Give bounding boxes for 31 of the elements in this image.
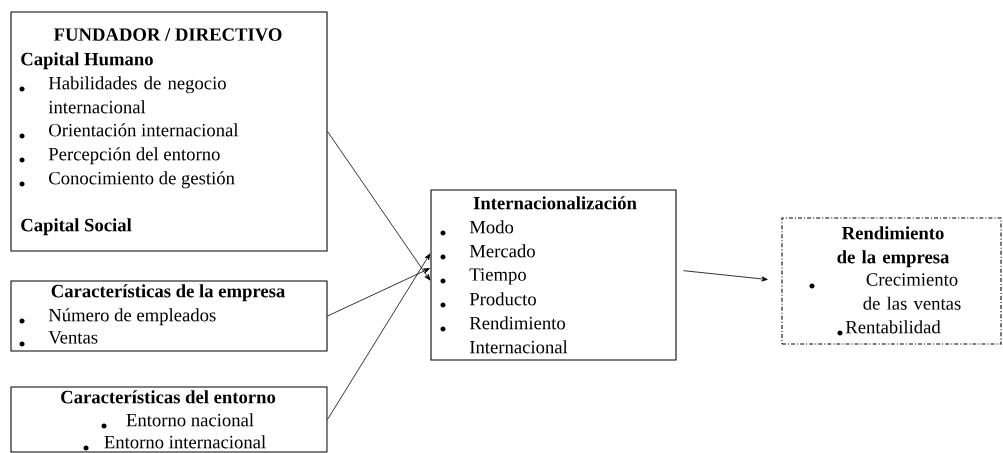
arrow <box>327 253 431 420</box>
heading-text: Internacionalización <box>473 196 637 210</box>
bullet-item: Orientación internacional <box>49 123 239 137</box>
bullet-item: Número de empleados <box>48 308 216 326</box>
text-box <box>430 189 677 361</box>
bullet-item: Crecimiento de las ventas <box>863 273 961 310</box>
bullet-item: Rendimiento Internacional <box>469 316 568 354</box>
text-box <box>10 11 328 252</box>
text-box <box>781 217 1002 345</box>
heading-text: Capital Humano <box>21 52 153 70</box>
arrow <box>327 268 430 317</box>
text-box <box>10 280 328 352</box>
bullet-item: Rentabilidad <box>845 320 941 334</box>
bullet-item: Producto <box>469 292 536 306</box>
arrow <box>683 270 768 282</box>
heading-text: Características de la empresa <box>51 284 285 302</box>
arrow <box>327 131 431 281</box>
bullet-item: Tiempo <box>469 268 526 285</box>
heading-text: Capital Social <box>21 218 132 236</box>
bullet-item: Mercado <box>469 244 535 258</box>
bullet-item: Entorno nacional <box>126 413 254 427</box>
bullet-item: Modo <box>469 220 514 234</box>
bullet-item: Conocimiento de gestión <box>49 171 235 189</box>
text-box <box>10 386 328 453</box>
bullet-item: Habilidades de negocio internacional <box>48 76 226 114</box>
heading-text: Características del entorno <box>61 390 276 404</box>
heading-text: FUNDADOR / DIRECTIVO <box>53 28 282 41</box>
heading-text: Rendimiento de la empresa <box>837 226 950 268</box>
bullet-item: Entorno internacional <box>104 435 266 449</box>
bullet-item: Ventas <box>48 331 98 344</box>
bullet-item: Percepción del entorno <box>48 147 220 165</box>
